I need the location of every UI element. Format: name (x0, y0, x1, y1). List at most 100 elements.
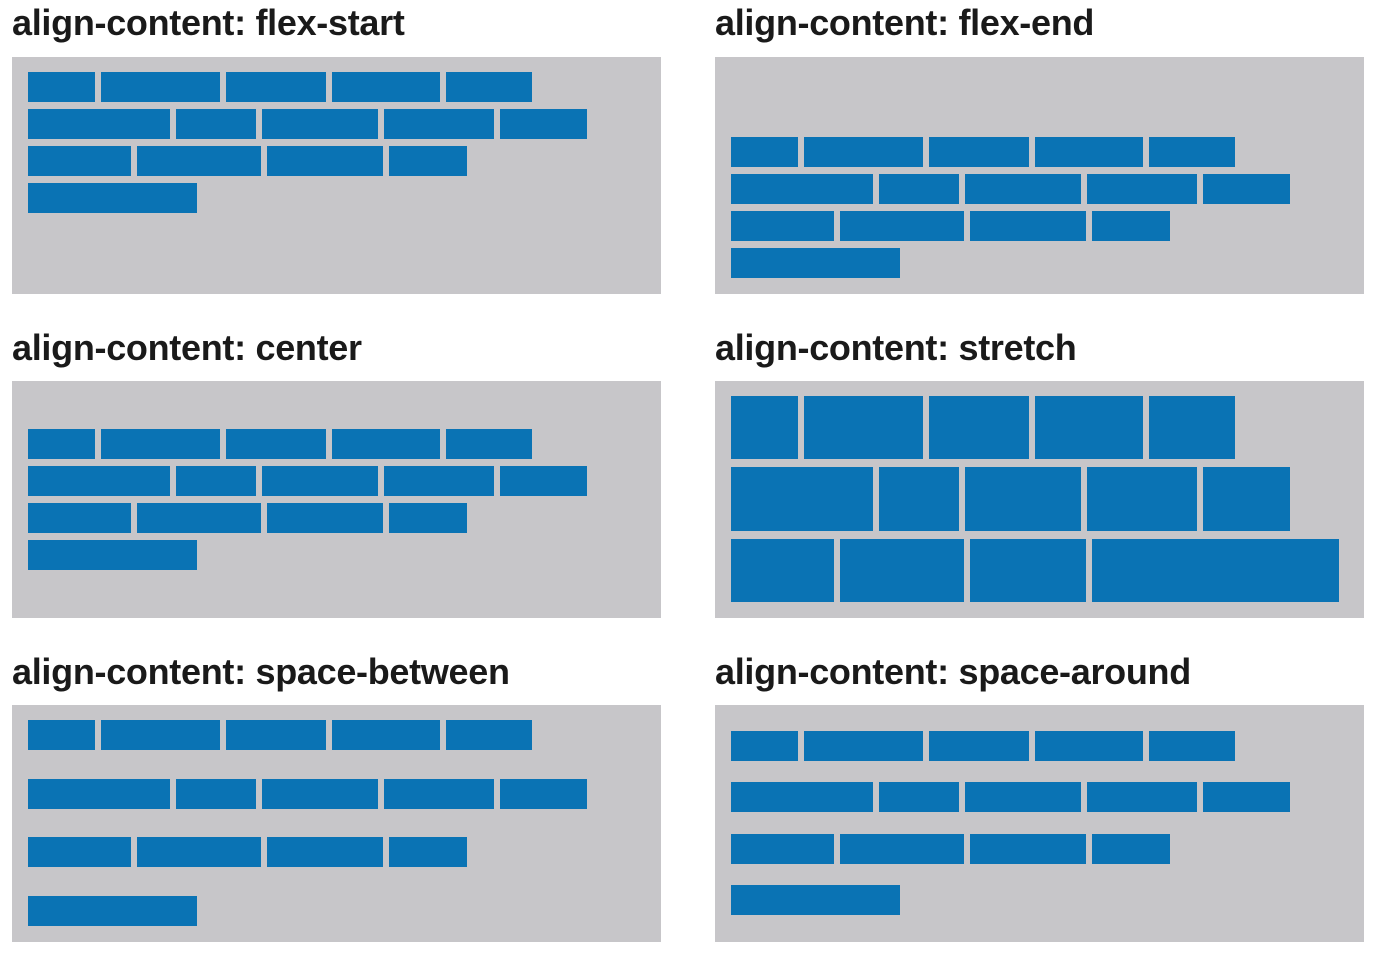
flex-item (840, 833, 964, 864)
flex-line (28, 109, 645, 139)
panel-title-flex-end: align-content: flex-end (715, 2, 1095, 43)
flex-item (731, 211, 834, 241)
flex-item (500, 109, 587, 139)
flex-item (389, 837, 467, 868)
flex-item (262, 465, 378, 496)
flex-item (1149, 396, 1235, 460)
flex-item (1170, 538, 1339, 602)
flex-line (731, 211, 1348, 241)
flex-line (28, 465, 645, 496)
flex-line (731, 730, 1348, 761)
flex-item (731, 137, 798, 167)
flex-item (176, 778, 256, 809)
flex-item (840, 538, 964, 602)
flex-container-space-around (715, 705, 1364, 942)
flex-item (731, 248, 900, 278)
flex-container-flex-start (12, 57, 661, 294)
flex-item (1035, 396, 1143, 460)
flex-item (731, 396, 798, 460)
flex-item (332, 720, 440, 750)
flex-item (500, 778, 587, 809)
panel-title-space-between: align-content: space-between (12, 651, 510, 692)
flex-item (1087, 174, 1197, 204)
flex-item (226, 72, 326, 102)
flex-item (1092, 538, 1170, 602)
flex-item (965, 174, 1081, 204)
flex-item (1087, 782, 1197, 813)
flex-line (28, 837, 645, 868)
flex-line (28, 146, 645, 176)
flex-line (731, 137, 1348, 167)
flex-item (965, 782, 1081, 813)
flex-line (28, 539, 645, 570)
flex-item (804, 730, 923, 761)
flex-item (28, 837, 131, 868)
flex-item (267, 502, 383, 533)
flex-item (384, 109, 494, 139)
flex-item (804, 137, 923, 167)
flex-item (446, 72, 532, 102)
flex-item (28, 428, 95, 459)
flex-line (731, 467, 1348, 531)
flex-item (929, 730, 1029, 761)
flex-item (731, 833, 834, 864)
flex-line (28, 778, 645, 809)
flex-item (101, 720, 220, 750)
flex-item (332, 72, 440, 102)
flex-item (262, 778, 378, 809)
flex-line (731, 833, 1348, 864)
flex-item (332, 428, 440, 459)
flex-line (28, 720, 645, 750)
flex-item (28, 895, 197, 926)
flex-container-flex-end (715, 57, 1364, 294)
flex-item (389, 502, 467, 533)
flex-line (28, 895, 645, 926)
flex-item (500, 465, 587, 496)
flex-item (965, 467, 1081, 531)
flex-item (28, 778, 170, 809)
flex-item (1149, 730, 1235, 761)
flex-item (267, 837, 383, 868)
flex-item (226, 720, 326, 750)
flex-container-center (12, 381, 661, 618)
flex-container-stretch (715, 381, 1364, 618)
flex-item (267, 146, 383, 176)
flex-line (731, 885, 1348, 916)
flex-item (226, 428, 326, 459)
panel-title-flex-start: align-content: flex-start (12, 2, 405, 43)
flex-item (28, 720, 95, 750)
panel-title-space-around: align-content: space-around (715, 651, 1191, 692)
flex-line (28, 428, 645, 459)
flex-container-space-between (12, 705, 661, 942)
flex-item (929, 396, 1029, 460)
flex-item (446, 428, 532, 459)
flex-line (731, 174, 1348, 204)
flex-item (1087, 467, 1197, 531)
flex-item (28, 72, 95, 102)
flex-item (28, 502, 131, 533)
flex-line (731, 248, 1348, 278)
flex-item (137, 502, 261, 533)
flex-item (1149, 137, 1235, 167)
flex-item (970, 211, 1086, 241)
flex-line (28, 502, 645, 533)
flex-line (731, 396, 1348, 460)
flex-item (804, 396, 923, 460)
flex-item (1203, 467, 1290, 531)
flex-line (731, 538, 1170, 602)
flex-item (28, 109, 170, 139)
flex-item (28, 183, 197, 213)
flex-item (731, 782, 873, 813)
flex-item (1092, 833, 1170, 864)
flex-item (384, 465, 494, 496)
flex-item (731, 885, 900, 916)
flex-item (840, 211, 964, 241)
flex-item (879, 467, 959, 531)
flex-item (929, 137, 1029, 167)
flex-item (137, 146, 261, 176)
flex-item (137, 837, 261, 868)
flex-item (1035, 137, 1143, 167)
flex-line (28, 183, 645, 213)
panel-title-center: align-content: center (12, 327, 362, 368)
flex-item (1203, 782, 1290, 813)
